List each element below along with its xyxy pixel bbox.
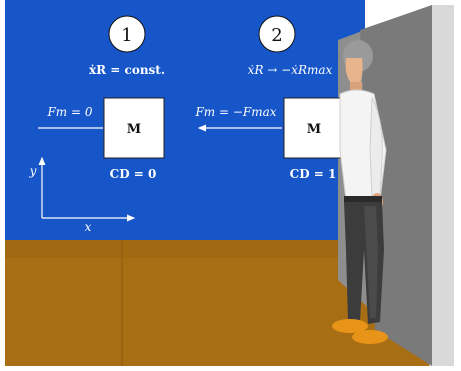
- y-axis-label: y: [29, 164, 37, 178]
- step-2-circle: [258, 15, 296, 53]
- step-2-number: 2: [271, 25, 282, 46]
- step-1-circle: [108, 15, 146, 53]
- mass-box-2: [283, 97, 345, 159]
- step-1-number: 1: [121, 25, 132, 46]
- cd-text-1: CD = 0: [110, 167, 157, 181]
- human-figure: [332, 40, 388, 344]
- mass-label-2: M: [307, 122, 321, 137]
- floor: [5, 240, 430, 366]
- cd-text-2: CD = 1: [290, 167, 337, 181]
- velocity-text-1: ẋR = const.: [89, 63, 165, 77]
- mass-label-1: M: [127, 122, 141, 137]
- velocity-text-2: ẋR → −ẋRmax: [248, 63, 333, 77]
- wall-edge: [432, 5, 454, 366]
- force-text-1: Fm = 0: [46, 105, 92, 119]
- floor-shade: [5, 240, 375, 258]
- mass-box-1: [103, 97, 165, 159]
- force-text-2: Fm = −Fmax: [194, 105, 276, 119]
- x-axis-label: x: [85, 220, 92, 234]
